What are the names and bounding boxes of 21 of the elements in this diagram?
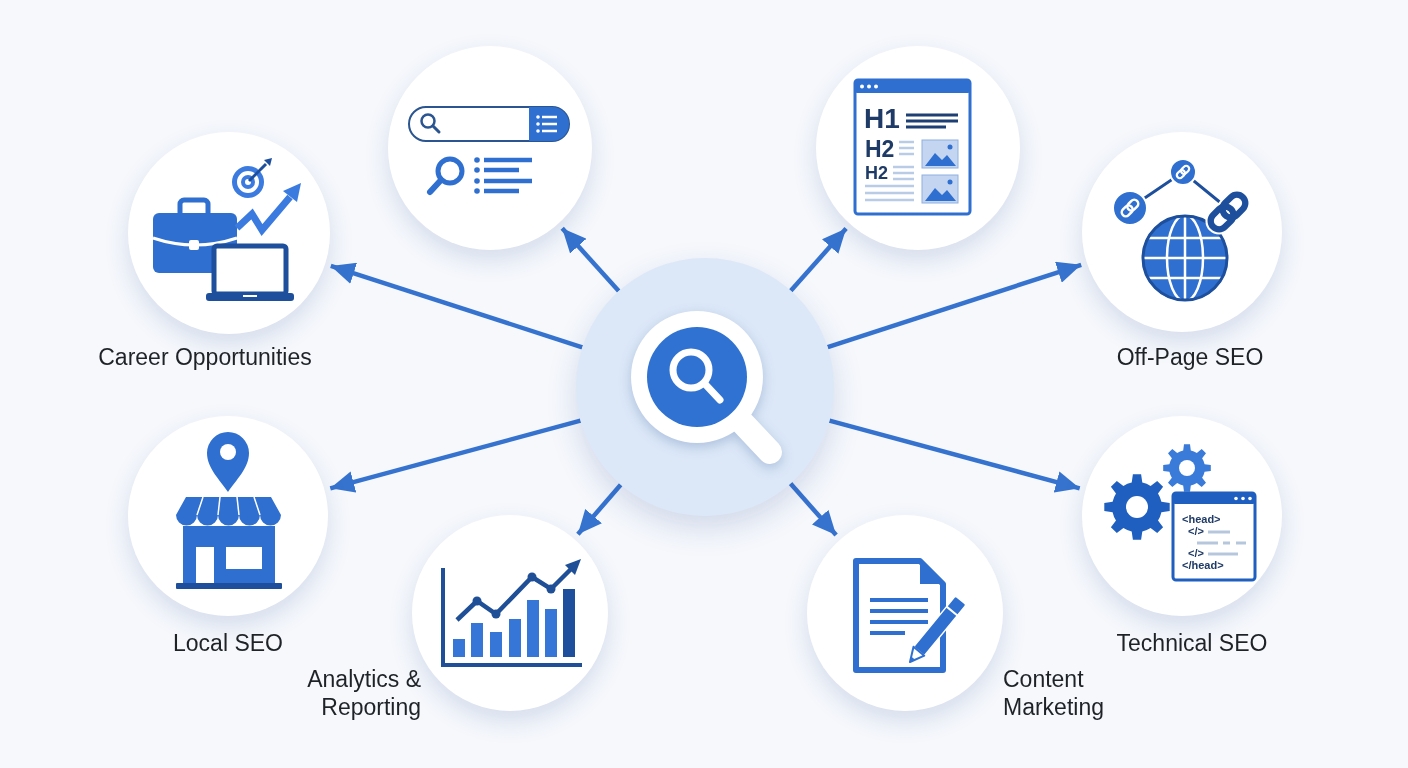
code-tag: </> <box>1188 548 1204 559</box>
topic-label: Analytics & Reporting <box>306 665 421 721</box>
heading-tag: H2 <box>865 164 888 182</box>
heading-tag: H1 <box>864 105 900 133</box>
topic-label: Off-Page SEO <box>1116 343 1264 371</box>
arrow <box>329 418 582 494</box>
arrow <box>560 226 621 293</box>
code-tag: </> <box>1188 526 1204 537</box>
topic-label: Local SEO <box>173 629 283 657</box>
topic-label: Technical SEO <box>1116 629 1268 657</box>
arrow <box>828 418 1081 494</box>
code-tag: </head> <box>1182 560 1224 571</box>
arrow <box>789 227 848 293</box>
arrow <box>330 262 583 350</box>
topic-label: Content Marketing <box>1003 665 1105 721</box>
code-tag: <head> <box>1182 514 1221 525</box>
arrow <box>788 482 838 537</box>
topic-label: Career Opportunities <box>98 343 312 371</box>
heading-tag: H2 <box>865 138 895 161</box>
arrow <box>576 483 623 536</box>
arrow <box>827 261 1082 350</box>
